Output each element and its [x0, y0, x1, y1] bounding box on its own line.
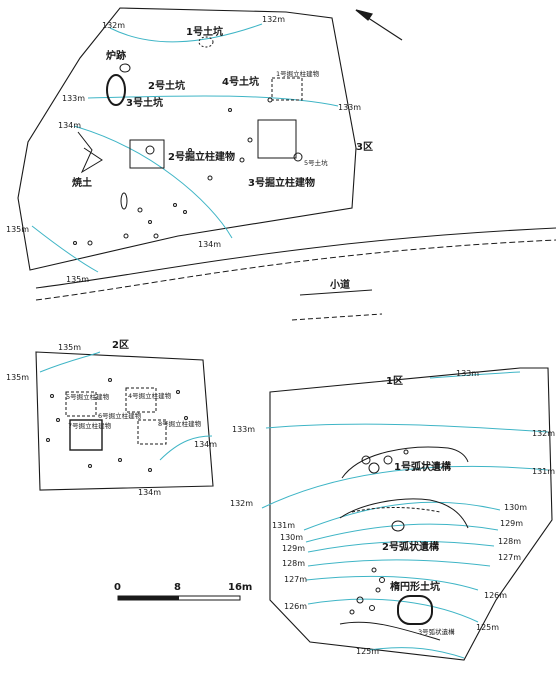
contour-label: 127m [284, 575, 307, 584]
contour-label: 130m [504, 503, 527, 512]
contour-label: 126m [284, 602, 307, 611]
feature-label: 楕円形土坑 [390, 580, 440, 593]
contour-label: 134m [198, 240, 221, 249]
building-label: 3号掘立柱建物 [248, 176, 315, 189]
area2-features [46, 378, 188, 472]
building-label: 2号掘立柱建物 [168, 150, 235, 163]
contour-label: 128m [282, 559, 305, 568]
contour-label: 131m [532, 467, 555, 476]
contour-label: 130m [280, 533, 303, 542]
contour-label: 133m [62, 94, 85, 103]
contour-label: 132m [230, 499, 253, 508]
contour-label: 126m [484, 591, 507, 600]
building-label: 8号掘立柱建物 [158, 419, 202, 428]
building-label: 5号掘立柱建物 [66, 392, 110, 401]
road-lines [35, 227, 557, 321]
contour-label: 135m [58, 343, 81, 352]
area2-outline [35, 351, 214, 491]
area-label: 1区 [386, 375, 403, 387]
area2-contours [39, 351, 213, 461]
contour-label: 129m [500, 519, 523, 528]
feature-label: 1号弧状遺構 [394, 460, 451, 473]
contour-label: 133m [456, 369, 479, 378]
hearth-label: 炉跡 [106, 49, 126, 62]
path-label: 小道 [329, 278, 350, 291]
scale-tick-label: 16m [228, 582, 252, 593]
feature-label: 2号弧状遺構 [382, 540, 439, 553]
contour-label: 129m [282, 544, 305, 553]
scale-bar: 0 8 16m [114, 582, 252, 601]
contour-label: 132m [532, 429, 555, 438]
area2-plan: 135m 135m 134m 134m 2区 5号掘立柱建物 4号掘立柱建物 6… [6, 339, 217, 497]
contour-label: 125m [356, 647, 379, 656]
area-label: 2区 [112, 339, 129, 351]
scale-tick-label: 0 [114, 582, 121, 593]
contour-label: 133m [232, 425, 255, 434]
contour-label: 132m [262, 15, 285, 24]
pit-label: 4号土坑 [222, 75, 259, 88]
building-label: 4号掘立柱建物 [128, 391, 172, 400]
contour-label: 128m [498, 537, 521, 546]
area1-plan: 133m 133m 132m 132m 131m 131m 130m 130m … [230, 367, 555, 661]
building-label: 6号掘立柱建物 [98, 411, 142, 420]
area3-outline [17, 7, 357, 271]
contour-label: 135m [6, 225, 29, 234]
area3-plan: 132m 132m 133m 133m 134m 134m 135m 135m … [6, 7, 557, 321]
contour-label: 134m [138, 488, 161, 497]
pit-label: 5号土坑 [304, 158, 328, 167]
area3-contours [31, 23, 339, 273]
pit-label: 2号土坑 [148, 79, 185, 92]
contour-label: 134m [194, 440, 217, 449]
pit-label: 1号土坑 [186, 25, 223, 38]
contour-label: 125m [476, 623, 499, 632]
contour-label: 127m [498, 553, 521, 562]
area1-features [339, 446, 469, 641]
contour-label: 134m [58, 121, 81, 130]
contour-label: 135m [6, 373, 29, 382]
area1-outline [269, 367, 553, 661]
north-arrow-icon [355, 9, 403, 41]
scale-tick-label: 8 [174, 582, 181, 593]
contour-label: 131m [272, 521, 295, 530]
contour-label: 132m [102, 21, 125, 30]
pit-label: 3号土坑 [126, 96, 163, 109]
area3-features [73, 36, 303, 246]
building-label: 1号掘立柱建物 [276, 69, 320, 78]
feature-label: 3号弧状遺構 [418, 627, 455, 636]
area-label: 3区 [356, 141, 373, 153]
burnt-soil-label: 焼土 [72, 176, 92, 189]
building-label: 7号掘立柱建物 [68, 421, 112, 430]
contour-label: 135m [66, 275, 89, 284]
area1-contours [261, 371, 549, 659]
contour-label: 133m [338, 103, 361, 112]
